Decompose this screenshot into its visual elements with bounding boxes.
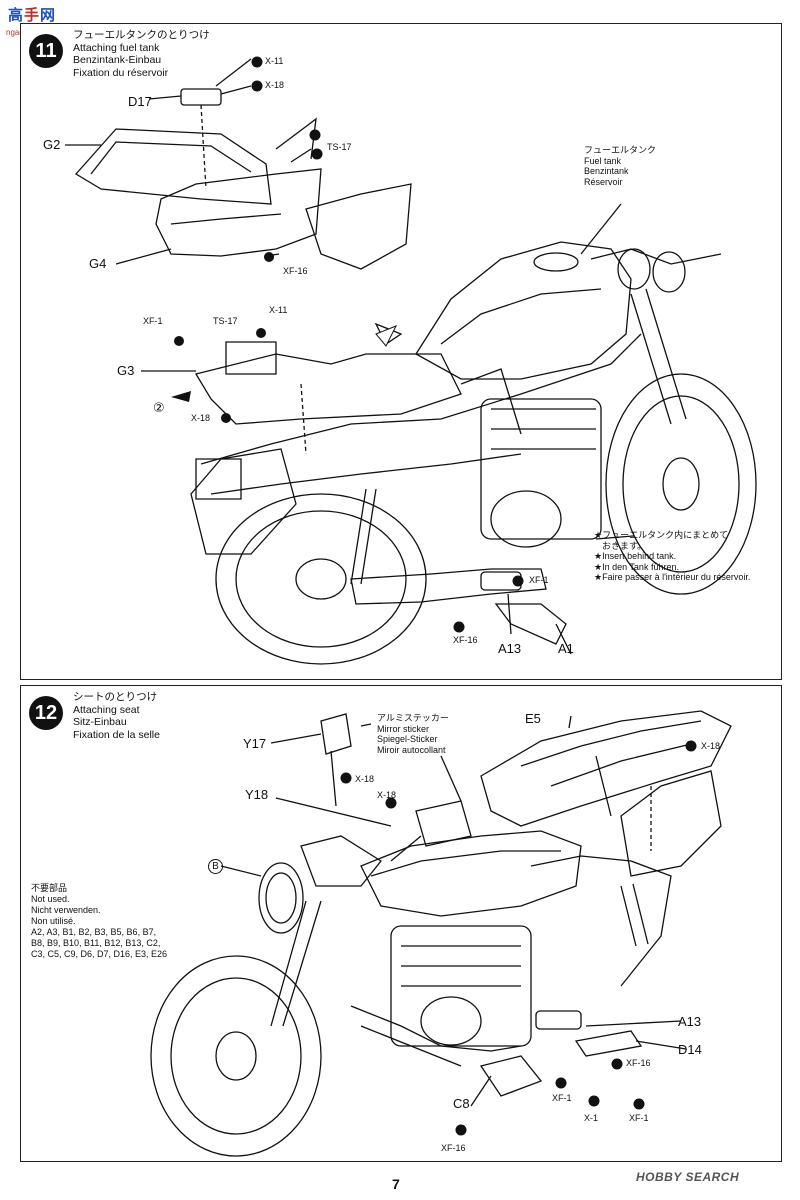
mirror-sticker-fr: Miroir autocollant: [377, 744, 446, 755]
exhaust-shape: [351, 569, 546, 604]
part-label-d17: D17: [128, 94, 152, 109]
part-label-g2: G2: [43, 137, 61, 152]
watermark-logo: 高手网: [8, 7, 57, 24]
step-12-title-de: Sitz-Einbau: [73, 716, 127, 728]
step-11-title-fr: Fixation du réservoir: [73, 66, 169, 79]
step-12-panel: 12 シートのとりつけ Attaching seat Sitz-Einbau F…: [20, 685, 782, 1162]
screw-label-x11a: X-11: [265, 56, 284, 66]
engine-shape: [481, 399, 601, 539]
insert-note-fr: ★Faire passer à l'intérieur du réservoir…: [594, 572, 751, 582]
front-wheel-shape-12: [151, 956, 321, 1156]
mirror-sticker-de: Spiegel-Sticker: [377, 734, 438, 744]
engine-shape-12: [391, 926, 531, 1046]
mirror-y17-shape: [321, 714, 351, 754]
insert-note-de: ★In den Tank führen.: [594, 561, 679, 572]
unused-parts-note: 不要部品 Not used. Nicht verwenden. Non util…: [31, 883, 167, 960]
part-label-c8: C8: [453, 1096, 470, 1111]
part-label-a13: A13: [498, 641, 522, 656]
part-label-a1: A1: [558, 641, 574, 656]
mirror-sticker-jp: アルミステッカー: [377, 713, 449, 723]
fuel-tank-shape: [416, 242, 631, 379]
part-d17-shape: [181, 89, 221, 105]
seat-e5-shape: [481, 711, 731, 826]
step-11-title-en: Attaching fuel tank: [73, 41, 160, 54]
hobby-search-watermark: HOBBY SEARCH: [636, 1170, 740, 1184]
screw-label-xf16b-12: XF-16: [441, 1143, 466, 1153]
insert-note-jp1: ★フューエルタンク内にまとめて: [594, 530, 729, 540]
mirror-y18-shape: [416, 801, 471, 846]
step-11-number: 11: [29, 34, 63, 68]
unused-line1: A2, A3, B1, B2, B3, B5, B6, B7,: [31, 927, 157, 937]
step-11-title-jp: フューエルタンクのとりつけ: [73, 29, 210, 41]
mirror-sticker-label: アルミステッカー Mirror sticker Spiegel-Sticker …: [377, 713, 449, 755]
fuel-cap-shape: [534, 253, 578, 271]
screw-label-x18b: X-18: [191, 413, 211, 423]
circle-2-marker: ②: [153, 400, 165, 415]
part-label-b: B: [208, 859, 223, 874]
headlight-shape: [259, 863, 303, 933]
unused-de: Nicht verwenden.: [31, 905, 101, 915]
front-wheel-shape: [606, 374, 756, 594]
rear-wheel-shape: [216, 494, 426, 664]
mirror-sticker-en: Mirror sticker: [377, 723, 429, 734]
fuel-tank-shape-12: [361, 831, 581, 916]
unused-fr: Non utilisé.: [31, 916, 76, 926]
screw-label-x18a: X-18: [265, 80, 285, 90]
fuel-tank-label-en: Fuel tank: [584, 155, 622, 166]
unused-line3: C3, C5, C9, D6, D7, D16, E3, E26: [31, 949, 168, 959]
step-12-title: シートのとりつけ Attaching seat Sitz-Einbau Fixa…: [73, 691, 160, 741]
insert-note-en: ★Insert behind tank.: [594, 551, 677, 561]
part-label-y17: Y17: [243, 736, 267, 751]
part-label-a13-12: A13: [678, 1014, 702, 1029]
fuel-tank-label-jp: フューエルタンク: [584, 145, 657, 155]
unused-jp: 不要部品: [31, 883, 68, 893]
screw-label-xf1a-12: XF-1: [552, 1093, 572, 1103]
fuel-tank-label-de: Benzintank: [584, 166, 629, 176]
step-12-illustration: [21, 686, 781, 1161]
fuel-tank-label-fr: Réservoir: [584, 176, 623, 187]
unused-en: Not used.: [31, 894, 70, 904]
screw-label-x1-12: X-1: [584, 1113, 599, 1123]
insert-note-jp2: おきます。: [602, 540, 647, 551]
screw-label-xf16a: XF-16: [283, 266, 308, 276]
page-number: 7: [392, 1176, 400, 1192]
step-12-title-fr: Fixation de la selle: [73, 728, 160, 741]
footrest-shape: [536, 1011, 581, 1029]
screw-label-xf1b-12: XF-1: [629, 1113, 649, 1123]
screw-label-x11b: X-11: [269, 305, 288, 315]
part-label-g4: G4: [89, 256, 107, 271]
step-12-title-en: Attaching seat: [73, 703, 140, 716]
insert-note: ★フューエルタンク内にまとめて おきます。 ★Insert behind tan…: [594, 530, 750, 583]
step-11-title-de: Benzintank-Einbau: [73, 54, 162, 66]
part-label-d14: D14: [678, 1042, 702, 1057]
screw-label-xf1b: XF-1: [529, 575, 549, 585]
cowl-g2-shape: [76, 129, 271, 204]
part-label-g3: G3: [117, 363, 135, 378]
screw-label-ts17a: TS-17: [327, 142, 352, 152]
seat-g3-shape: [196, 354, 461, 424]
screw-label-x18b-12: X-18: [355, 774, 375, 784]
seat-tray-shape: [226, 342, 276, 374]
screw-label-xf1a: XF-1: [143, 316, 163, 326]
step-12-number: 12: [29, 696, 63, 730]
step-11-illustration: [21, 56, 781, 679]
screw-label-ts17b: TS-17: [213, 316, 238, 326]
unused-line2: B8, B9, B10, B11, B12, B13, C2,: [31, 938, 161, 948]
screw-label-x18a-12: X-18: [701, 741, 721, 751]
fuel-tank-label: フューエルタンク Fuel tank Benzintank Réservoir: [584, 145, 656, 187]
step-11-title: フューエルタンクのとりつけ Attaching fuel tank Benzin…: [73, 29, 210, 79]
part-label-y18: Y18: [245, 787, 269, 802]
step-11-panel: 11 フューエルタンクのとりつけ Attaching fuel tank Ben…: [20, 23, 782, 680]
tail-g4-shape: [156, 169, 321, 256]
screw-label-xf16b: XF-16: [453, 635, 478, 645]
step-12-title-jp: シートのとりつけ: [73, 691, 158, 703]
part-label-e5: E5: [525, 711, 541, 726]
screw-label-x18c-12: X-18: [377, 790, 397, 800]
screw-label-xf16a-12: XF-16: [626, 1058, 651, 1068]
